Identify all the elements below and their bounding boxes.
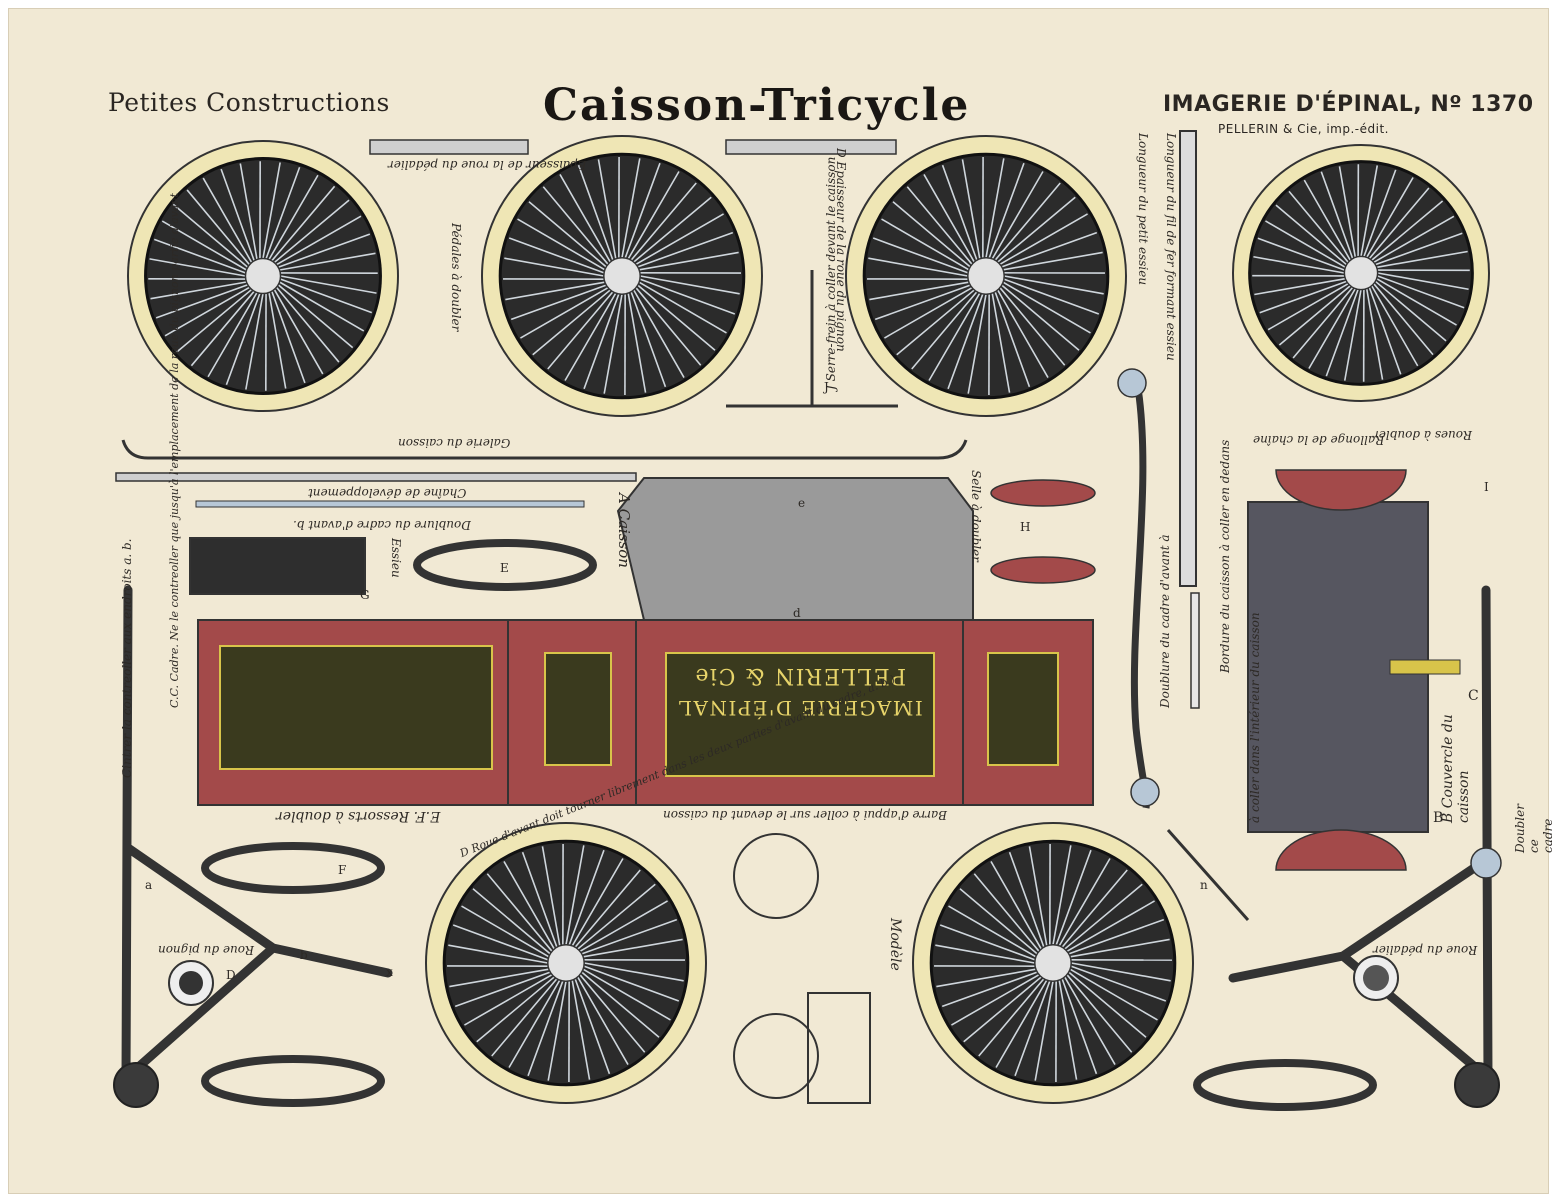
label-essieu: Essieu xyxy=(389,538,403,578)
label-serre-frein: J Serre-frein à coller devant le caisson xyxy=(824,156,838,390)
caisson-top xyxy=(616,477,974,621)
wheel-bottom-right xyxy=(912,822,1194,1104)
letter-d2: d xyxy=(793,606,801,620)
label-chaine: Chaîne de développement xyxy=(308,486,467,500)
model-wheel-bottom xyxy=(733,1013,819,1099)
publisher-imprint: PELLERIN & Cie, imp.-édit. xyxy=(1218,122,1389,136)
label-a-caisson: A Caisson xyxy=(615,493,633,568)
wheel-top-3 xyxy=(845,135,1127,417)
letter-f: F xyxy=(338,863,347,877)
letter-c: C xyxy=(1468,688,1479,704)
spring-e-bottom xyxy=(1193,1059,1377,1111)
frame-left xyxy=(121,585,393,1083)
spring-f-top xyxy=(201,842,385,894)
cutout-sheet: Petites Constructions Caisson-Tricycle I… xyxy=(8,8,1557,1194)
model-caisson xyxy=(807,992,871,1104)
chain-strip xyxy=(115,472,637,482)
sheet-title: Caisson-Tricycle xyxy=(543,80,971,131)
pinion-wheel-strip xyxy=(725,139,897,155)
frame-right xyxy=(1228,585,1493,1083)
axle-rod xyxy=(1190,592,1200,709)
label-couvercle: B Couvercle du caisson xyxy=(1440,714,1472,823)
label-roue-pignon: Roue du pignon xyxy=(158,943,255,957)
label-ressorts: E.F. Ressorts à doubler xyxy=(276,808,441,824)
label-longueur-fil: Longueur du fil de fer formant essieu xyxy=(1164,133,1178,361)
letter-e2: e xyxy=(798,496,806,510)
letter-d: D xyxy=(226,968,236,982)
letter-n: n xyxy=(1200,878,1208,892)
spring-e-top xyxy=(413,539,597,591)
model-wheel-top xyxy=(733,833,819,919)
label-pedales: Pédales à doubler xyxy=(449,223,463,332)
saddle-top xyxy=(990,479,1096,507)
wheel-bottom-left xyxy=(425,822,707,1104)
lever-knob-bottom xyxy=(1130,777,1160,807)
label-roues-doubler: Roues à doubler xyxy=(1373,428,1473,442)
label-longueur-petit: Longueur du petit essieu xyxy=(1136,133,1150,286)
label-galerie: Galerie du caisson xyxy=(398,436,511,450)
letter-i: I xyxy=(1484,480,1489,494)
letter-a: a xyxy=(145,878,153,892)
publisher-number: IMAGERIE D'ÉPINAL, Nº 1370 xyxy=(1163,92,1534,117)
label-coller-interieur: à coller dans l'intérieur du caisson xyxy=(1248,612,1262,823)
label-doublure-cadre: Doublure du cadre d'avant b. xyxy=(293,518,471,532)
label-modele: Modèle xyxy=(887,918,903,971)
letter-x: x xyxy=(386,965,393,979)
label-doublure-avant: Doublure du cadre d'avant à xyxy=(1158,534,1172,709)
label-cadre: C.C. Cadre. Ne le contreoller que jusqu'… xyxy=(168,193,181,708)
letter-b2: B xyxy=(1433,810,1444,826)
lever-knob-top xyxy=(1117,368,1147,398)
label-rallonge: Rallonge de la chaîne xyxy=(1253,433,1385,447)
gallery-rail xyxy=(121,439,968,460)
label-doubler-papier: Doubler ce cadre de papier fort xyxy=(1513,804,1557,853)
label-roue-pedalier: Roue du pédalier xyxy=(1373,943,1478,957)
spring-f-bottom xyxy=(201,1055,385,1107)
axle-g xyxy=(189,537,366,595)
letter-h: H xyxy=(1020,520,1031,534)
label-epaisseur-pedalier: Epaisseur de la roue du pédalier xyxy=(388,158,587,172)
pedal-wheel-strip xyxy=(369,139,529,155)
letter-b: b xyxy=(300,948,308,962)
saddle-bottom xyxy=(990,556,1096,584)
strut-piece xyxy=(1166,829,1250,921)
label-bordure: Bordure du caisson à coller en dedans xyxy=(1218,439,1232,673)
label-barre-appui: Barre d'appui à coller sur le devant du … xyxy=(663,808,947,822)
iron-wire-rod xyxy=(1179,130,1197,587)
letter-j: J xyxy=(824,380,829,394)
letter-g: G xyxy=(360,588,370,602)
letter-e: E xyxy=(500,561,509,575)
front-frame-lining xyxy=(195,500,585,508)
wheels-layer xyxy=(113,130,1502,1111)
wheel-top-2 xyxy=(481,135,763,417)
brake-lever xyxy=(1130,387,1150,809)
wheel-top-4 xyxy=(1232,144,1490,402)
series-title: Petites Constructions xyxy=(108,88,390,117)
caisson-label-panel xyxy=(665,652,935,777)
label-cintrer: Cintrer la contreoller aux endroits a. b… xyxy=(120,538,134,778)
wheel-top-1 xyxy=(127,140,399,412)
label-selle: Selle à doubler xyxy=(969,470,983,562)
